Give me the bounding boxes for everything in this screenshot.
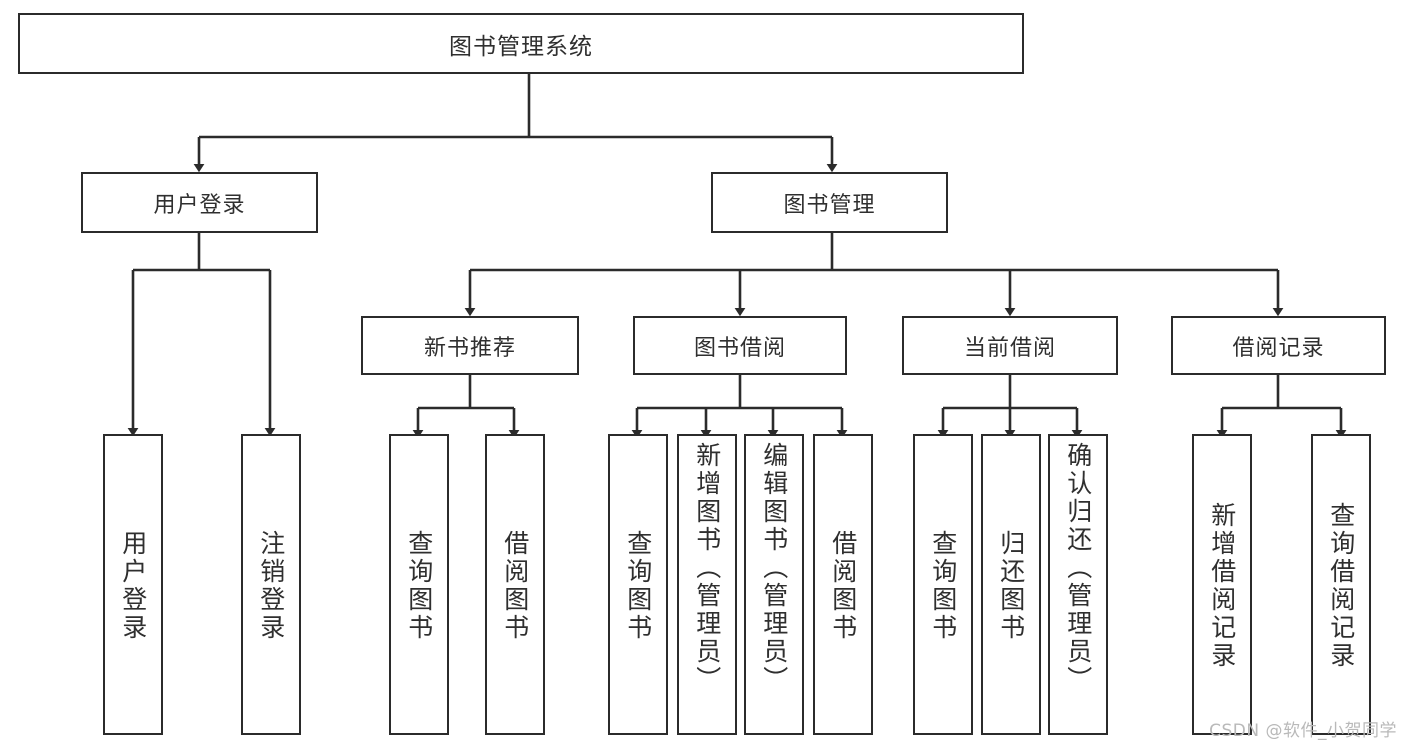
- node-leaf-query-book-2[interactable]: 查询图书: [608, 434, 668, 735]
- node-leaf-edit-book[interactable]: 编辑图书（管理员）: [744, 434, 804, 735]
- node-label: 借阅图书: [500, 529, 530, 642]
- node-label: 查询借阅记录: [1326, 501, 1356, 670]
- node-current-borrow[interactable]: 当前借阅: [902, 316, 1118, 375]
- node-leaf-borrow-book-1[interactable]: 借阅图书: [485, 434, 545, 735]
- csdn-watermark: CSDN @软件_小贺同学: [1209, 721, 1397, 741]
- node-new-book-recommend[interactable]: 新书推荐: [361, 316, 579, 375]
- node-label: 借阅图书: [828, 529, 858, 642]
- node-leaf-query-book-1[interactable]: 查询图书: [389, 434, 449, 735]
- node-leaf-add-record[interactable]: 新增借阅记录: [1192, 434, 1252, 735]
- node-label: 图书借阅: [693, 335, 786, 361]
- node-label: 新增图书（管理员）: [692, 442, 722, 694]
- node-label: 图书管理: [783, 192, 876, 218]
- node-label: 用户登录: [118, 529, 148, 642]
- node-label: 查询图书: [404, 529, 434, 642]
- node-book-management-system[interactable]: 图书管理系统: [18, 13, 1024, 74]
- node-leaf-query-record[interactable]: 查询借阅记录: [1311, 434, 1371, 735]
- node-label: 查询图书: [623, 529, 653, 642]
- node-book-borrow[interactable]: 图书借阅: [633, 316, 847, 375]
- node-borrow-record[interactable]: 借阅记录: [1171, 316, 1386, 375]
- node-label: 查询图书: [928, 529, 958, 642]
- node-label: 借阅记录: [1232, 335, 1325, 361]
- node-label: 编辑图书（管理员）: [759, 442, 789, 694]
- node-leaf-add-book[interactable]: 新增图书（管理员）: [677, 434, 737, 735]
- node-leaf-borrow-book-2[interactable]: 借阅图书: [813, 434, 873, 735]
- node-label: 用户登录: [153, 192, 246, 218]
- node-leaf-confirm-return[interactable]: 确认归还（管理员）: [1048, 434, 1108, 735]
- node-label: 图书管理系统: [449, 33, 593, 60]
- node-label: 确认归还（管理员）: [1063, 442, 1093, 694]
- node-label: 归还图书: [996, 529, 1026, 642]
- node-leaf-return-book[interactable]: 归还图书: [981, 434, 1041, 735]
- node-leaf-query-book-3[interactable]: 查询图书: [913, 434, 973, 735]
- node-label: 新增借阅记录: [1207, 501, 1237, 670]
- node-leaf-logout[interactable]: 注销登录: [241, 434, 301, 735]
- node-label: 新书推荐: [423, 335, 516, 361]
- node-book-management[interactable]: 图书管理: [711, 172, 948, 233]
- node-user-login[interactable]: 用户登录: [81, 172, 318, 233]
- node-label: 注销登录: [256, 529, 286, 642]
- node-leaf-user-login[interactable]: 用户登录: [103, 434, 163, 735]
- node-label: 当前借阅: [963, 335, 1056, 361]
